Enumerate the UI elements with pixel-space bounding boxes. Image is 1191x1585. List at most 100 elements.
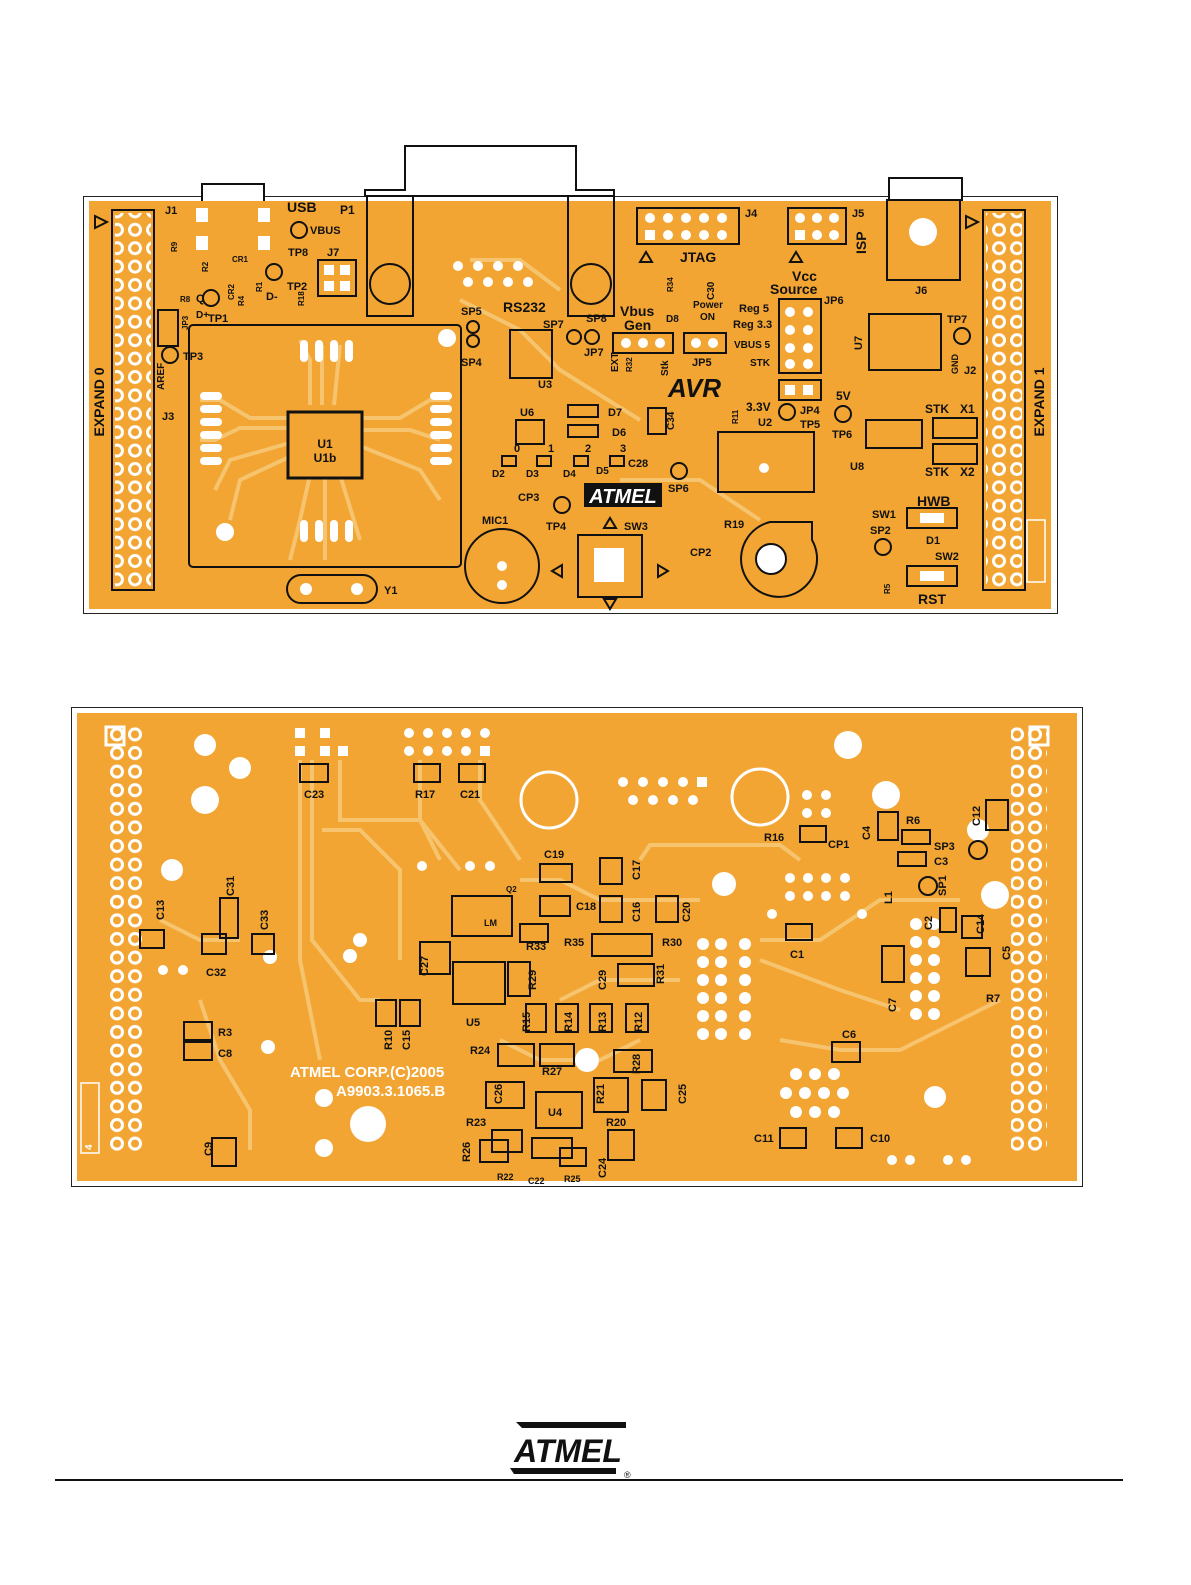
sp4-label: SP4 xyxy=(461,357,483,369)
mic1-outline xyxy=(464,528,540,604)
tp2-testpoint xyxy=(265,263,283,281)
u2-pin1-mark xyxy=(759,463,769,473)
vbus-gen-pads xyxy=(621,338,665,348)
j5-label: J5 xyxy=(852,208,864,220)
isp-label: ISP xyxy=(853,231,869,254)
j7-pads xyxy=(324,265,350,291)
r20-label: R20 xyxy=(606,1117,626,1129)
sp6-label: SP6 xyxy=(668,483,689,495)
d7-diode xyxy=(567,404,599,418)
mcu-pads xyxy=(200,329,456,542)
isp-pads xyxy=(795,213,839,240)
u4-chip xyxy=(535,1091,583,1129)
on-label: ON xyxy=(700,312,715,323)
tp4-label: TP4 xyxy=(546,521,567,533)
x2-label: X2 xyxy=(960,465,975,479)
tp7-label: TP7 xyxy=(947,314,967,326)
stk-jp5-label: STK xyxy=(750,358,771,369)
bottom-component-outlines xyxy=(139,763,1009,1167)
x2-header xyxy=(932,443,978,465)
expand0-label: EXPAND 0 xyxy=(91,367,107,436)
sw1-label: SW1 xyxy=(872,509,896,521)
u3-chip xyxy=(509,329,553,379)
u3-label: U3 xyxy=(538,379,552,391)
c11-label: C11 xyxy=(754,1133,774,1145)
isp-pin1-marker xyxy=(788,250,804,263)
tp8-label: TP8 xyxy=(288,247,308,259)
jp4-label: JP4 xyxy=(800,405,820,417)
top-corner-strip xyxy=(1026,519,1046,583)
tp3-label: TP3 xyxy=(183,351,203,363)
led2-label: 2 xyxy=(585,443,591,455)
sw1-button xyxy=(906,507,958,529)
sp5-pad xyxy=(466,320,480,334)
top-board: EXPAND 0 EXPAND 1 xyxy=(89,145,1051,611)
u2-chip xyxy=(717,431,815,493)
tp6-testpoint xyxy=(834,405,852,423)
j1-label: J1 xyxy=(165,205,177,217)
expand1-label: EXPAND 1 xyxy=(1031,367,1047,436)
c10-label: C10 xyxy=(870,1133,890,1145)
c8-label: C8 xyxy=(218,1048,232,1060)
r19-potentiometer xyxy=(740,521,819,598)
j7-header xyxy=(317,259,357,297)
j7-label: J7 xyxy=(327,247,339,259)
sp5-label: SP5 xyxy=(461,306,482,318)
r10-label: R10 xyxy=(383,1030,395,1050)
u5-chip xyxy=(452,961,506,1005)
avr-logo: AVR xyxy=(667,373,721,403)
r34-label: R34 xyxy=(666,277,675,292)
c13-label: C13 xyxy=(155,900,167,920)
vbus5-label: VBUS 5 xyxy=(734,340,771,351)
usb-pads xyxy=(196,208,270,250)
j2-label: J2 xyxy=(964,365,976,377)
r29-label: R29 xyxy=(527,970,539,990)
atmel-logo-top-bar xyxy=(516,1422,626,1428)
cr2-label: CR2 xyxy=(227,283,236,300)
r23-label: R23 xyxy=(466,1117,486,1129)
u2-label: U2 xyxy=(758,417,772,429)
r8-label: R8 xyxy=(180,295,191,304)
vbus-gen-label-1: Vbus xyxy=(620,303,654,319)
d6-label: D6 xyxy=(612,427,626,439)
r12-label: R12 xyxy=(633,1012,645,1032)
c34-label: C34 xyxy=(666,411,677,430)
j6-label: J6 xyxy=(915,285,927,297)
bottom-corner-strip xyxy=(80,1082,100,1154)
c22-label: C22 xyxy=(528,1176,545,1186)
r4-label: R4 xyxy=(237,295,246,306)
ext-label: EXT xyxy=(610,353,621,372)
c9-label: C9 xyxy=(203,1142,215,1156)
l1-label: L1 xyxy=(883,891,895,904)
part-number-text: A9903.3.1065.B xyxy=(336,1083,445,1100)
jp3-jumper xyxy=(157,309,179,347)
cr1-label: CR1 xyxy=(232,255,249,264)
vbus-label: VBUS xyxy=(310,225,341,237)
sw3-up-arrow xyxy=(602,516,618,529)
u1-chip xyxy=(286,410,364,480)
j3-label: J3 xyxy=(162,411,174,423)
u7-regulator xyxy=(868,313,942,371)
c34-capacitor xyxy=(647,407,667,435)
c19-label: C19 xyxy=(544,849,564,861)
r9-label: R9 xyxy=(170,241,179,252)
jp4-header xyxy=(778,379,822,401)
sp1-pad xyxy=(918,876,938,896)
r22-label: R22 xyxy=(497,1172,514,1182)
jp5-header xyxy=(683,332,727,354)
u4-label: U4 xyxy=(548,1107,563,1119)
triangle-marker-left xyxy=(94,214,110,230)
db9-pins xyxy=(453,261,533,287)
vbus-gen-header xyxy=(612,332,674,354)
x1-header xyxy=(932,417,978,439)
d5-led xyxy=(609,455,625,467)
v33-label: 3.3V xyxy=(746,400,771,414)
r17-label: R17 xyxy=(415,789,435,801)
d6-diode xyxy=(567,424,599,438)
c33-label: C33 xyxy=(259,910,271,930)
c6-label: C6 xyxy=(842,1029,856,1041)
sw1-actuator xyxy=(920,513,944,523)
aref-label: AREF xyxy=(156,363,167,390)
c20-label: C20 xyxy=(681,902,693,922)
stk-jp7-label: Stk xyxy=(660,360,671,376)
